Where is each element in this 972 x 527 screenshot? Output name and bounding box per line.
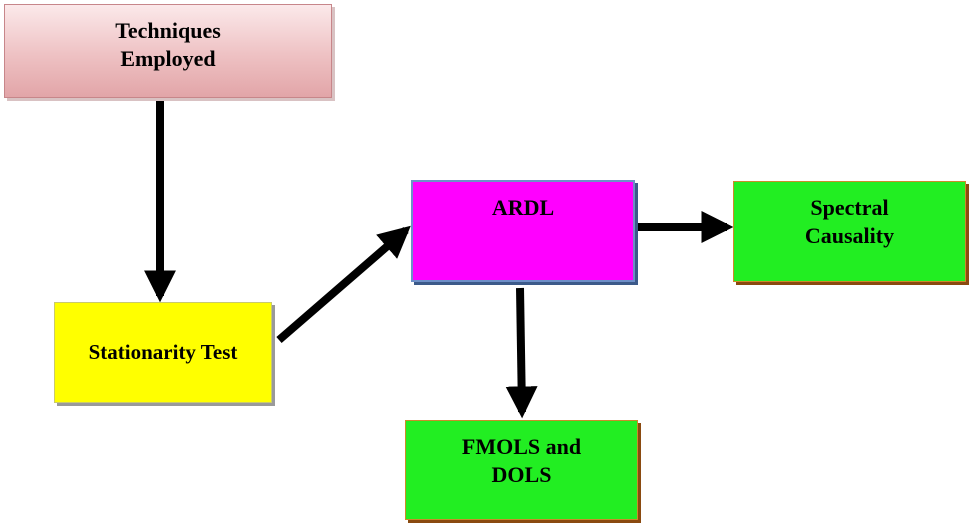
- fmols-line1: FMOLS and: [461, 434, 582, 459]
- techniques-line2: Employed: [120, 45, 216, 71]
- spectral-line2: Causality: [804, 222, 895, 248]
- arrow-ardl-to-fmols: [505, 287, 538, 419]
- ardl-box: ARDL: [411, 180, 635, 282]
- fmols-line2: DOLS: [491, 461, 552, 487]
- ardl-label: ARDL: [491, 195, 555, 220]
- fmols-dols-box: FMOLS and DOLS: [405, 420, 638, 520]
- arrow-stationarity-to-ardl: [276, 225, 411, 344]
- techniques-line1: Techniques: [115, 18, 221, 43]
- techniques-employed-box: Techniques Employed: [4, 4, 332, 98]
- spectral-line1: Spectral: [810, 195, 889, 220]
- spectral-causality-box: Spectral Causality: [733, 181, 966, 282]
- stationarity-test-box: Stationarity Test: [54, 302, 272, 403]
- stationarity-label: Stationarity Test: [88, 340, 238, 365]
